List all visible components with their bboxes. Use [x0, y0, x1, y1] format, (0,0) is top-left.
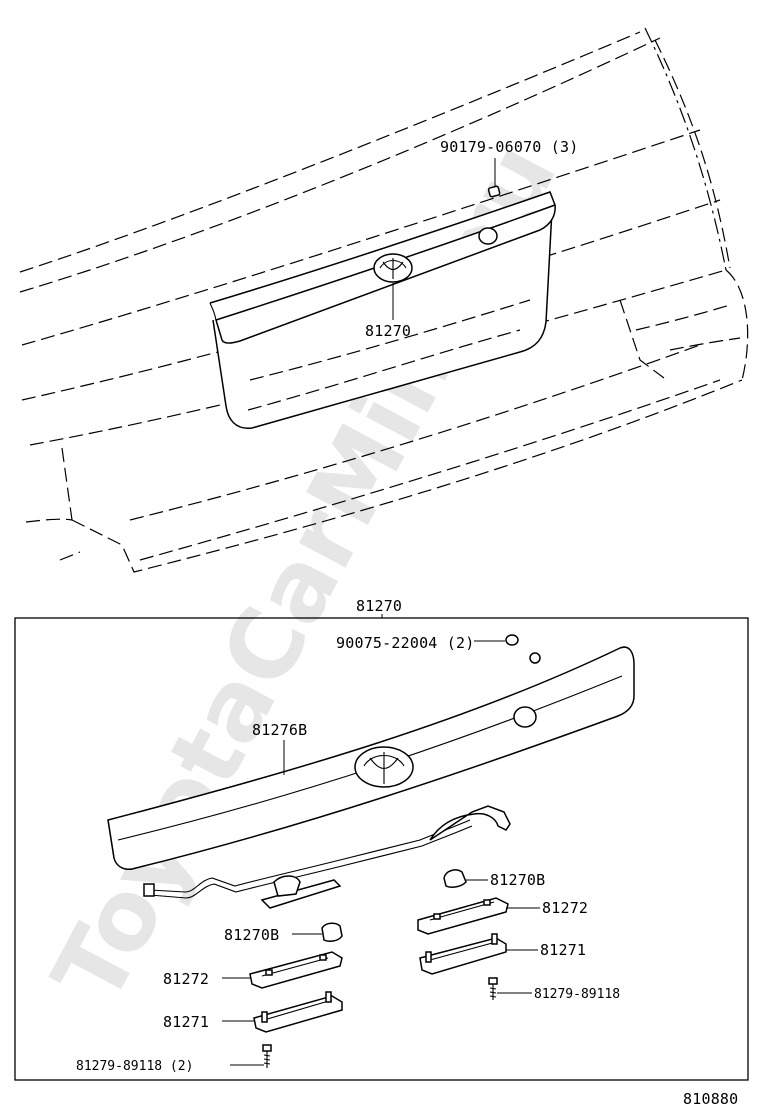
clip-callout: 90075-22004 (2) [336, 634, 474, 652]
screw-right-callout: 81279-89118 [534, 987, 620, 1002]
bulb-left-callout: 81270B [224, 926, 279, 944]
upper-garnish-callout: 81270 [365, 322, 411, 340]
detail-garnish [107, 646, 635, 870]
wire-harness [143, 805, 511, 909]
lens-right-icon [417, 897, 509, 935]
housing-right-callout: 81271 [540, 941, 586, 959]
lens-left-callout: 81272 [163, 970, 209, 988]
bulb-right-icon [443, 869, 467, 888]
upper-nut-callout: 90179-06070 (3) [440, 138, 578, 156]
housing-left-callout: 81271 [163, 1013, 209, 1031]
garnish-callout: 81276B [252, 721, 307, 739]
diagram-code: 810880 [683, 1090, 738, 1108]
panel-inner-line-2 [247, 329, 521, 411]
clip-icon [505, 634, 541, 664]
screw-left-icon [262, 1044, 272, 1068]
bulb-left-icon [321, 922, 343, 942]
upper-nut-icon [487, 185, 501, 198]
bulb-right-callout: 81270B [490, 871, 545, 889]
detail-box [14, 617, 749, 1081]
vehicle-body-outline [19, 27, 749, 573]
detail-header-callout: 81270 [356, 597, 402, 615]
lens-right-callout: 81272 [542, 899, 588, 917]
back-door-panel-outline [212, 209, 553, 429]
housing-left-icon [253, 991, 343, 1033]
screw-right-icon [488, 977, 498, 1000]
housing-right-icon [419, 933, 507, 975]
screw-left-callout: 81279-89118 (2) [76, 1059, 193, 1074]
upper-garnish [209, 191, 556, 344]
panel-inner-line [249, 299, 531, 381]
lens-left-icon [249, 951, 343, 989]
